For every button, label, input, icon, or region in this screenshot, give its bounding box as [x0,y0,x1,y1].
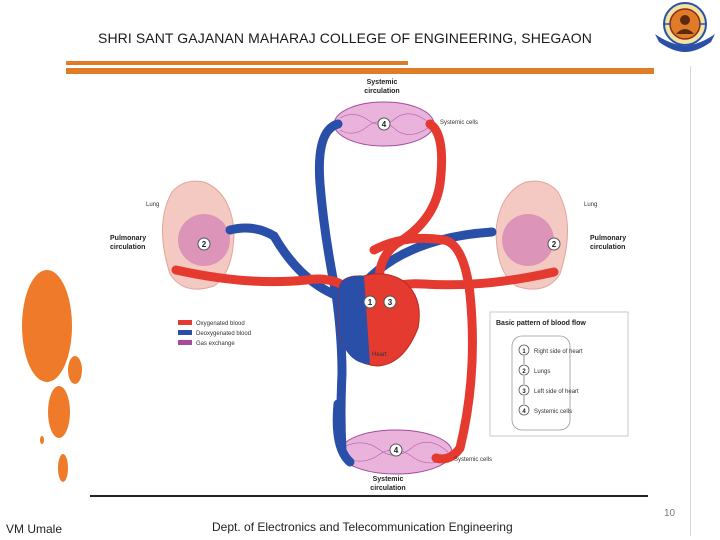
legend-swatch-deoxygenated [178,330,192,335]
footer-author: VM Umale [6,522,63,536]
svg-text:2: 2 [552,240,557,249]
svg-text:3: 3 [388,298,393,307]
header-accent-bar [66,61,408,65]
marker-top: 4 [377,117,391,131]
label-lung-left: Lung [146,202,159,208]
right-border-line [690,66,691,536]
flow-step-1: 1 Right side of heart [518,344,583,356]
marker-left: 2 [197,237,211,251]
label-lung-right: Lung [584,202,597,208]
legend-label-deoxygenated: Deoxygenated blood [196,331,251,337]
svg-text:2: 2 [202,240,207,249]
decor-circle-large [22,270,72,382]
svg-text:Lungs: Lungs [534,369,550,375]
label-heart: Heart [372,352,387,358]
label-pulmonary-left-2: circulation [110,244,145,251]
decor-circle-small [68,356,82,384]
flow-step-2: 2 Lungs [518,364,550,376]
page-number: 10 [664,508,676,519]
flow-step-3: 3 Left side of heart [518,384,579,396]
svg-text:2: 2 [522,369,526,375]
label-pulmonary-right-1: Pulmonary [590,235,626,242]
label-systemic-top-1: Systemic [367,79,398,86]
blood-flow-box: Basic pattern of blood flow 1 Right side… [489,311,629,437]
marker-right: 2 [547,237,561,251]
svg-text:1: 1 [522,349,526,355]
legend-swatch-gas-exchange [178,340,192,345]
svg-text:4: 4 [522,409,526,415]
label-systemic-top-2: circulation [364,88,399,95]
footer-rule [90,495,648,497]
svg-text:4: 4 [394,446,399,455]
decor-circle-medium [48,386,70,438]
svg-text:3: 3 [522,389,526,395]
svg-text:1: 1 [368,298,373,307]
college-logo [655,2,715,52]
circulation-diagram-svg: 4 2 2 1 3 4 Systemic circulation Systemi… [110,79,629,492]
decor-circle-tiny [58,454,68,482]
marker-heart-right: 1 [363,295,377,309]
footer-department: Dept. of Electronics and Telecommunicati… [212,520,513,534]
decor-dot [40,436,44,444]
legend-label-oxygenated: Oxygenated blood [196,321,245,327]
svg-text:Right side of heart: Right side of heart [534,349,583,355]
flow-step-4: 4 Systemic cells [518,404,572,416]
marker-bottom: 4 [389,443,403,457]
circulation-diagram: 4 2 2 1 3 4 Systemic circulation Systemi… [84,74,646,494]
svg-text:Systemic cells: Systemic cells [534,409,572,415]
heart-shape [338,273,420,367]
header-title: SHRI SANT GAJANAN MAHARAJ COLLEGE OF ENG… [98,30,592,46]
legend-swatch-oxygenated [178,320,192,325]
svg-text:Left side of heart: Left side of heart [534,389,579,395]
label-pulmonary-left-1: Pulmonary [110,235,146,242]
label-systemic-cells-bottom: Systemic cells [454,457,492,463]
svg-text:4: 4 [382,120,387,129]
label-systemic-cells-top: Systemic cells [440,120,478,126]
header-divider-bar [66,68,654,74]
lung-right-shape [495,180,568,290]
legend: Oxygenated blood Deoxygenated blood Gas … [178,320,251,347]
legend-label-gas-exchange: Gas exchange [196,341,235,347]
label-systemic-bottom-2: circulation [370,485,405,492]
label-systemic-bottom-1: Systemic [373,476,404,483]
flow-box-title: Basic pattern of blood flow [496,320,586,327]
label-pulmonary-right-2: circulation [590,244,625,251]
marker-heart-left: 3 [383,295,397,309]
